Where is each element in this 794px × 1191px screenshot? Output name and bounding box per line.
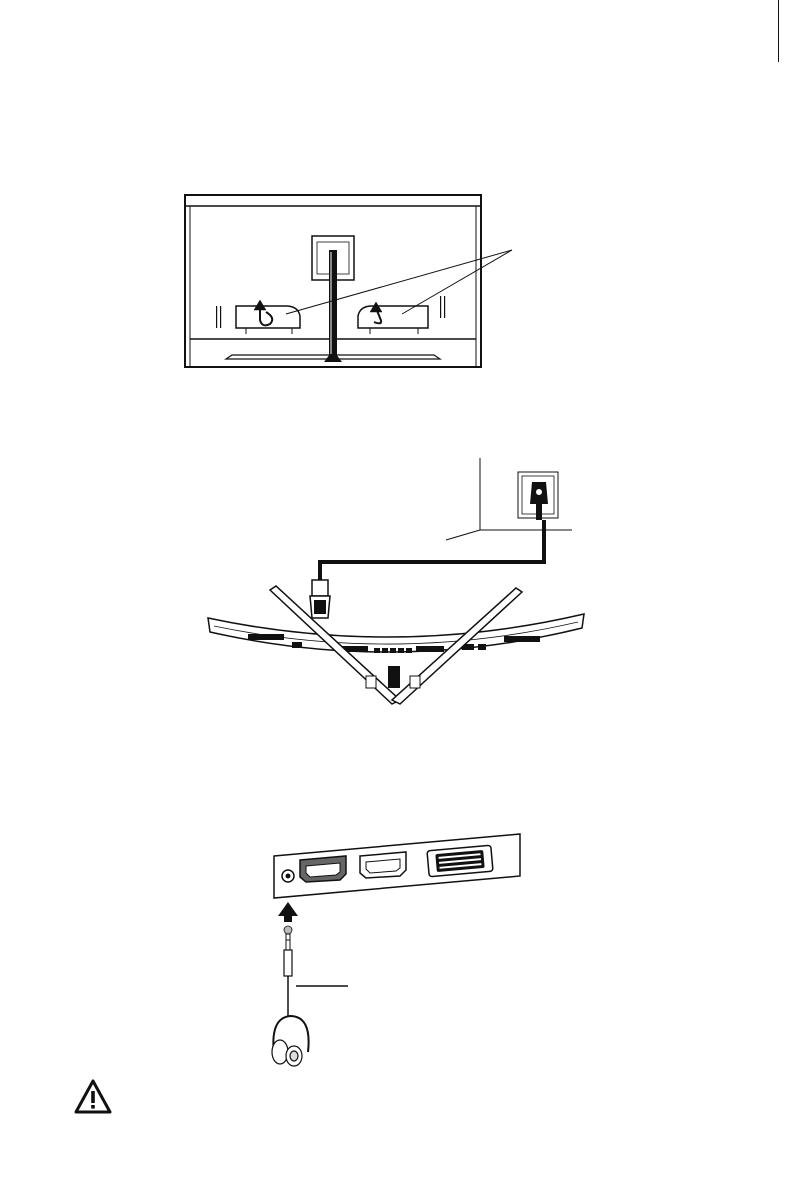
dvi-port — [427, 845, 493, 876]
page-crop-mark — [778, 0, 779, 62]
figure-rear-view-cable-covers — [184, 194, 524, 374]
iec-connector — [310, 580, 330, 618]
hdmi-port-1 — [300, 856, 346, 882]
stand-neck-top — [388, 666, 400, 688]
curved-monitor-top-view — [208, 614, 584, 652]
headphone-plug — [284, 926, 292, 1016]
warning-triangle-icon — [74, 1079, 112, 1115]
figure-power-cable-to-wall-outlet — [196, 448, 596, 718]
stand-neck — [329, 250, 337, 362]
right-cable-cover — [358, 306, 428, 328]
headphones-icon — [272, 1016, 309, 1066]
audio-jack-port — [282, 870, 294, 882]
figure-headphone-jack-connection — [266, 830, 526, 1070]
hdmi-port-2 — [360, 852, 406, 878]
up-arrow-icon — [278, 902, 298, 922]
